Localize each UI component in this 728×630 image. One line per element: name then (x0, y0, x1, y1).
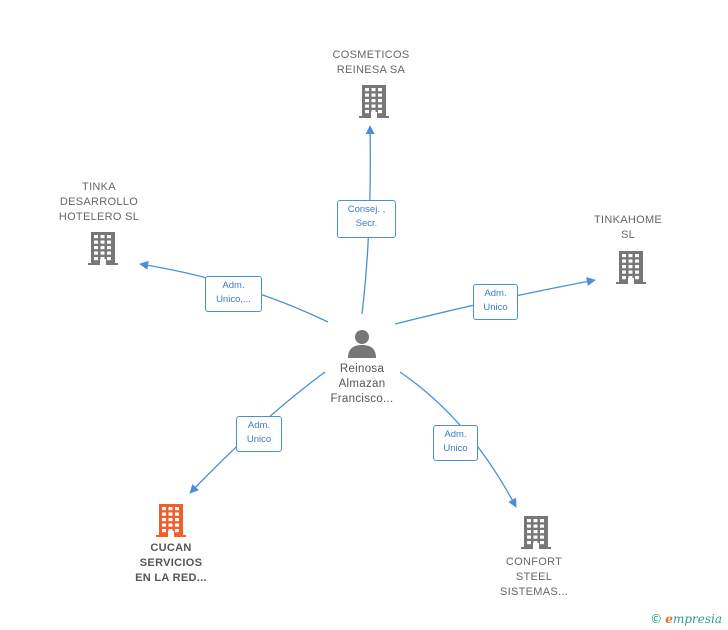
person-icon[interactable] (347, 328, 377, 363)
building-icon[interactable] (154, 503, 188, 542)
relation-label-confort[interactable]: Adm. Unico (433, 425, 478, 461)
building-icon[interactable] (86, 231, 120, 270)
empresia-watermark: ©empresia (650, 612, 722, 626)
company-label-tinka[interactable]: TINKA DESARROLLO HOTELERO SL (58, 181, 140, 223)
relation-label-tinka[interactable]: Adm. Unico,... (205, 276, 262, 312)
building-icon[interactable] (614, 250, 648, 289)
building-icon[interactable] (357, 84, 391, 123)
relation-label-cucan[interactable]: Adm. Unico (236, 416, 282, 452)
copyright-icon: © (650, 612, 663, 626)
company-label-cucan[interactable]: CUCAN SERVICIOS EN LA RED... (135, 542, 207, 584)
company-label-cosmeticos[interactable]: COSMETICOS REINESA SA (332, 49, 410, 76)
relation-label-cosmeticos[interactable]: Consej. , Secr. (337, 200, 396, 238)
building-icon[interactable] (519, 515, 553, 554)
company-label-confort[interactable]: CONFORT STEEL SISTEMAS... (499, 556, 569, 598)
company-label-tinkahome[interactable]: TINKAHOME SL (593, 214, 663, 241)
person-name[interactable]: Reinosa Almazan Francisco... (330, 363, 394, 405)
relation-label-tinkahome[interactable]: Adm. Unico (473, 284, 518, 320)
